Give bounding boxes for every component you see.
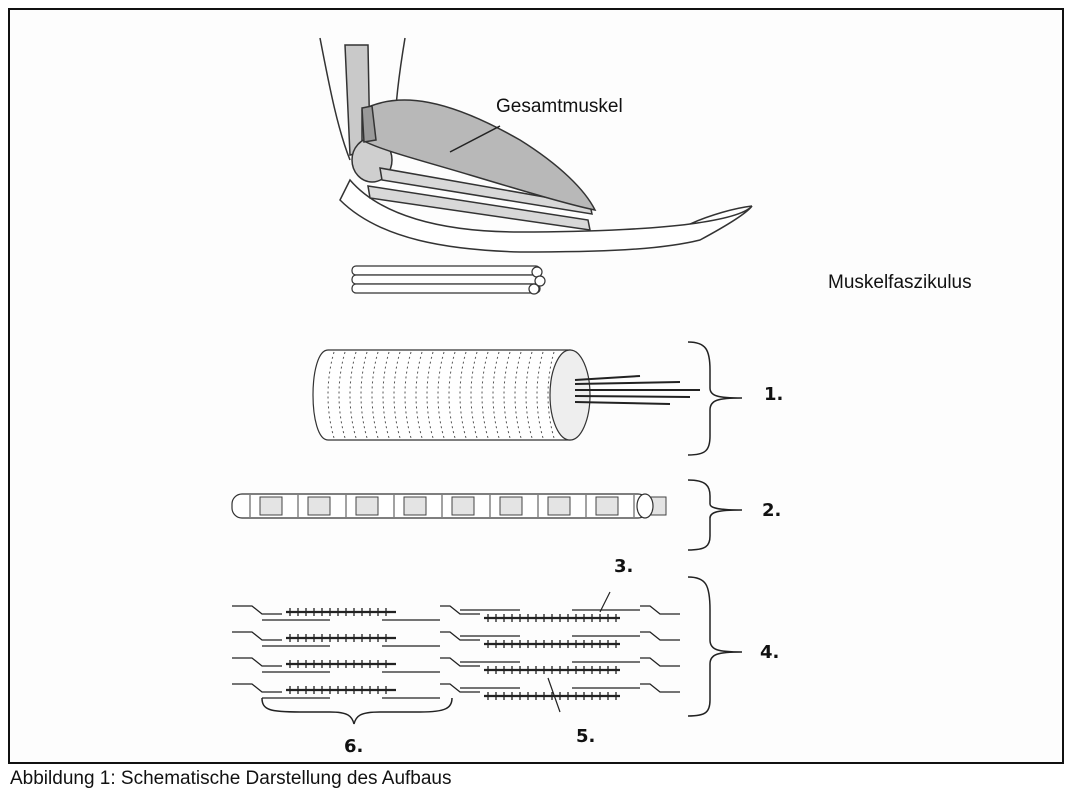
z-line [440,605,480,615]
fibril-a-band [307,496,331,516]
muscle-tendon [361,105,377,143]
forearm-bone-upper [379,167,593,215]
fibril-a-band [403,496,427,516]
number-4: 4. [760,642,780,663]
label-muskelfaszikulus: Muskelfaszikulus [828,272,972,293]
number-3: 3. [614,556,634,577]
z-line [440,631,480,641]
arm-illustration [319,37,753,253]
z-line [640,657,680,667]
muscle-fiber [312,349,700,441]
pointer-5 [547,677,561,713]
fibril-a-band [451,496,475,516]
pointer-3 [599,591,611,613]
fibril-bands [249,495,667,517]
z-line [640,683,680,693]
z-line [232,631,282,641]
fibril-a-band [595,496,619,516]
myofibrils-protruding [574,375,700,405]
z-line [232,657,282,667]
z-line [232,605,282,615]
brace-2 [687,479,743,551]
braces [261,341,743,725]
z-line [232,683,282,693]
number-5: 5. [576,726,596,747]
fibril-a-band [547,496,571,516]
sarcomere-diagram [232,605,680,700]
label-gesamtmuskel: Gesamtmuskel [496,96,623,117]
z-line [640,605,680,615]
fibril-a-band [259,496,283,516]
fibril-a-band [499,496,523,516]
number-2: 2. [762,500,782,521]
whole-muscle-pointer [449,125,501,153]
muscle-belly [361,99,597,212]
figure-caption: Abbildung 1: Schematische Darstellung de… [10,768,452,789]
hand-outline [689,205,753,225]
z-line [440,683,480,693]
brace-4 [687,576,743,717]
myofibril [231,493,667,519]
fascicle-bundle [351,265,546,295]
forearm-bone-lower [367,185,591,231]
brace-6 [261,697,453,725]
fibril-a-band [355,496,379,516]
z-line [440,657,480,667]
number-1: 1. [764,384,784,405]
number-6: 6. [344,736,364,757]
z-line [640,631,680,641]
brace-1 [687,341,743,456]
